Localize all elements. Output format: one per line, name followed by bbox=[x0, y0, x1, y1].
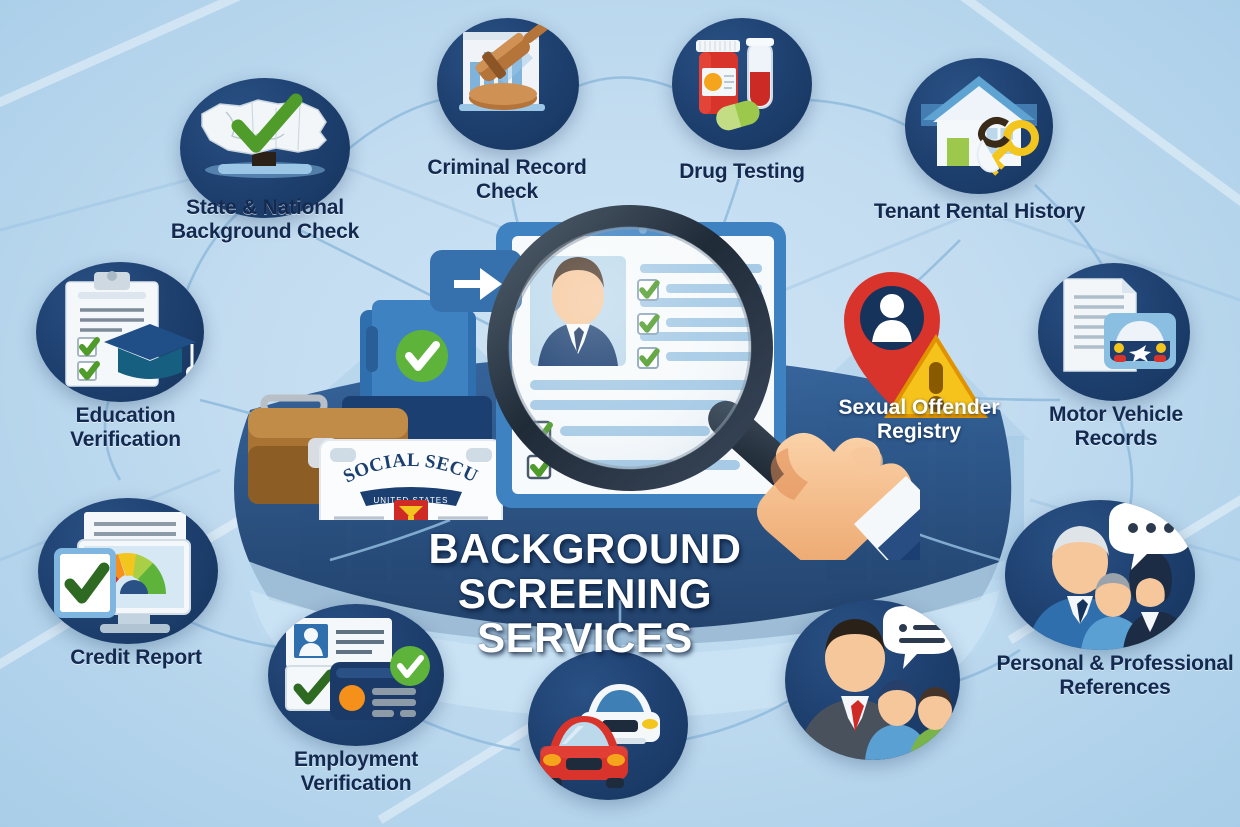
service-label: Motor Vehicle Records bbox=[1049, 403, 1183, 450]
briefcase-social-security-card: SOCIAL SECURITY UNITED STATES bbox=[248, 300, 503, 520]
service-icon-bubble bbox=[180, 78, 350, 218]
gavel-icon bbox=[459, 18, 569, 111]
service-label: Tenant Rental History bbox=[873, 200, 1086, 223]
document-car-icon bbox=[1063, 278, 1176, 372]
service-icon-bubble bbox=[268, 604, 444, 746]
service-icon-bubble bbox=[437, 18, 579, 150]
service-label: Sexual Offender Registry bbox=[838, 396, 1000, 443]
two-cars-icon bbox=[540, 684, 660, 788]
service-icon-bubble bbox=[1005, 500, 1195, 650]
usa-map-check-icon bbox=[201, 93, 327, 178]
service-label: Drug Testing bbox=[679, 160, 805, 183]
service-icon-bubble bbox=[1038, 263, 1190, 401]
page-title: BACKGROUND SCREENING SERVICES bbox=[428, 525, 742, 662]
service-label: Employment Verification bbox=[293, 748, 419, 795]
magnifying-glass bbox=[487, 205, 920, 560]
service-node-sexual-offender-registry[interactable]: Sexual Offender Registry bbox=[836, 268, 1000, 443]
service-icon-bubble bbox=[905, 58, 1053, 194]
service-label: Personal & Professional References bbox=[996, 652, 1234, 699]
center-documents: SOCIAL SECURITY UNITED STATES bbox=[246, 300, 516, 520]
two-cars-icon-bubble bbox=[528, 650, 688, 800]
service-label: Criminal Record Check bbox=[427, 156, 587, 203]
service-icon-bubble bbox=[672, 18, 812, 150]
credit-gauge-monitor-icon bbox=[54, 512, 191, 633]
map-pin-warning-icon bbox=[844, 272, 988, 418]
service-label: Credit Report bbox=[70, 646, 202, 669]
service-icon-bubble bbox=[38, 498, 218, 644]
service-label: Education Verification bbox=[70, 404, 181, 451]
magnifier-and-hand bbox=[470, 200, 920, 560]
people-speech-bubble-icon bbox=[1027, 502, 1191, 650]
id-card-check-icon bbox=[285, 618, 430, 720]
service-label: State & National Background Check bbox=[170, 196, 360, 243]
service-icon-bubble bbox=[36, 262, 204, 402]
clipboard-graduation-cap-icon bbox=[65, 271, 198, 392]
house-keys-icon bbox=[921, 76, 1039, 176]
pill-bottle-test-tube-icon bbox=[696, 38, 774, 131]
